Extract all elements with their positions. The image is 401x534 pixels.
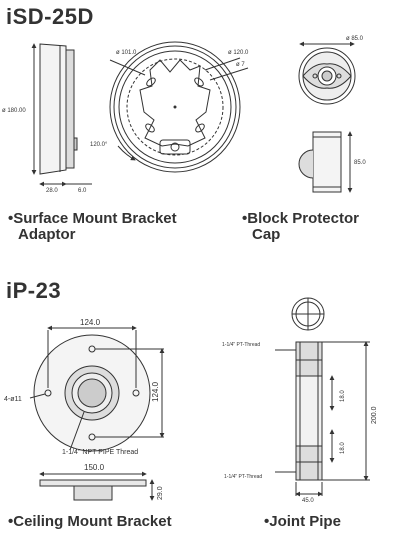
dim-cap-height: 85.0 [354, 160, 366, 166]
caption-surface-mount-bracket: •Surface Mount Bracket Adaptor [8, 211, 177, 243]
caption-block-protector-cap: •Block Protector Cap [242, 211, 359, 243]
isd25d-front-view [109, 41, 249, 173]
caption-line-1: •Block Protector [242, 210, 359, 227]
dim-front-inner: ø 120.0 [228, 50, 249, 56]
caption-joint-pipe: •Joint Pipe [264, 513, 341, 530]
dim-bracket-base-height: 29.0 [157, 486, 164, 500]
dim-cap-diameter: ø 85.0 [346, 36, 364, 42]
dim-pipe-length: 200.0 [371, 406, 378, 424]
caption-line-2: Adaptor [18, 226, 76, 243]
dim-front-hole: ø 7 [236, 62, 245, 68]
dim-side-depth: 28.0 [46, 188, 58, 194]
dim-pipe-seg-top: 18.0 [340, 390, 346, 402]
cap-top-view [298, 41, 356, 105]
dim-bracket-height: 124.0 [151, 381, 160, 402]
label-pipe-thread-bottom: 1-1/4" PT-Thread [224, 474, 262, 480]
dim-bracket-base-width: 150.0 [84, 463, 105, 472]
joint-pipe-drawing [275, 297, 370, 497]
dim-pipe-width: 45.0 [302, 498, 314, 504]
caption-ceiling-mount-bracket: •Ceiling Mount Bracket [8, 513, 172, 530]
caption-line-2: Cap [252, 226, 281, 243]
caption-line-1: •Surface Mount Bracket [8, 210, 177, 227]
dim-front-angle: 120.0° [90, 142, 108, 148]
dim-side-height: ø 180.00 [2, 108, 26, 114]
dim-bracket-thread: 1-1/4" NPT PIPE Thread [62, 449, 138, 456]
dim-bracket-width: 124.0 [80, 318, 101, 327]
dim-pipe-seg-bottom: 18.0 [340, 442, 346, 454]
dim-bracket-holes: 4-ø11 [4, 396, 22, 403]
product-title-ip23: iP-23 [6, 278, 62, 303]
dim-front-outer: ø 101.0 [116, 50, 137, 56]
ceiling-bracket-top-view [29, 325, 165, 452]
isd25d-side-view [31, 43, 92, 187]
cap-side-view [298, 131, 353, 193]
product-title-isd25d: iSD-25D [6, 4, 94, 29]
dim-side-base: 6.0 [78, 188, 87, 194]
ceiling-bracket-side-view [39, 471, 155, 501]
label-pipe-thread-top: 1-1/4" PT-Thread [222, 342, 260, 348]
